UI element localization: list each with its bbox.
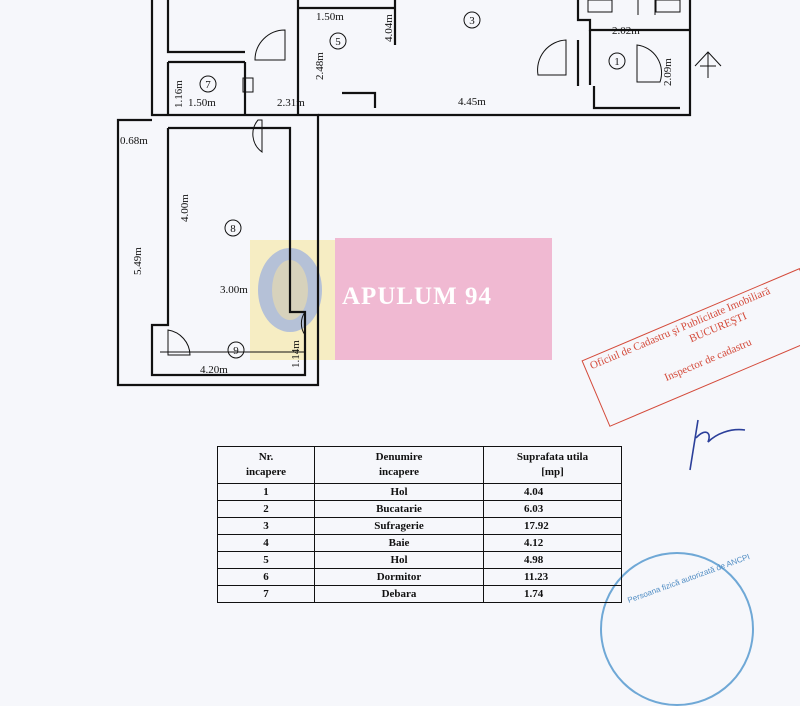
room-number: 1 (614, 56, 620, 68)
dimension-labels: 1.50m 4.04m 2.48m 2.02m 2.09m 1.16m 1.50… (120, 11, 674, 376)
room-number: 8 (230, 223, 236, 235)
header-suprafata: Suprafata utila [mp] (483, 446, 622, 484)
room-number: 7 (205, 79, 211, 91)
dimension-label: 1.14m (290, 340, 302, 368)
dimension-label: 2.48m (314, 52, 326, 80)
dimension-label: 1.50m (188, 97, 216, 109)
dimension-label: 2.31m (277, 97, 305, 109)
dimension-label: 4.00m (179, 194, 191, 222)
table-row: 3 Sufragerie 17.92 (217, 517, 622, 535)
walls (116, 0, 692, 387)
entrance-arrow-icon (694, 51, 722, 78)
signature-mark (689, 419, 746, 471)
header-nr: Nr. incapere (217, 446, 315, 484)
dimension-label: 4.45m (458, 96, 486, 108)
dimension-label: 2.02m (612, 25, 640, 37)
dimension-label: 4.04m (383, 14, 395, 42)
table-header-row: Nr. incapere Denumire incapere Suprafata… (217, 446, 622, 484)
floor-plan: 5 3 1 7 8 9 1.50m 4.04m 2.48m 2.02m 2.09… (116, 0, 746, 471)
doors (167, 29, 663, 356)
table-row: 5 Hol 4.98 (217, 551, 622, 569)
round-stamp: Persoana fizică autorizată de ANCPI (600, 552, 754, 706)
table-row: 6 Dormitor 11.23 (217, 568, 622, 586)
dimension-label: 5.49m (132, 247, 144, 275)
dimension-label: 4.20m (200, 364, 228, 376)
dimension-label: 0.68m (120, 135, 148, 147)
dimension-label: 3.00m (220, 284, 248, 296)
room-markers: 5 3 1 7 8 9 (199, 11, 626, 359)
room-number: 3 (469, 15, 475, 27)
dimension-label: 1.16m (173, 80, 185, 108)
dimension-label: 1.50m (316, 11, 344, 23)
rooms-table: Nr. incapere Denumire incapere Suprafata… (217, 446, 622, 603)
table-row: 7 Debara 1.74 (217, 585, 622, 603)
room-number: 5 (335, 36, 341, 48)
watermark-text: APULUM 94 (342, 283, 492, 310)
dimension-label: 2.09m (662, 58, 674, 86)
table-row: 2 Bucatarie 6.03 (217, 500, 622, 518)
table-row: 4 Baie 4.12 (217, 534, 622, 552)
header-denumire: Denumire incapere (314, 446, 484, 484)
room-number: 9 (233, 345, 239, 357)
table-row: 1 Hol 4.04 (217, 483, 622, 501)
round-stamp-text: Persoana fizică autorizată de ANCPI (626, 552, 752, 605)
